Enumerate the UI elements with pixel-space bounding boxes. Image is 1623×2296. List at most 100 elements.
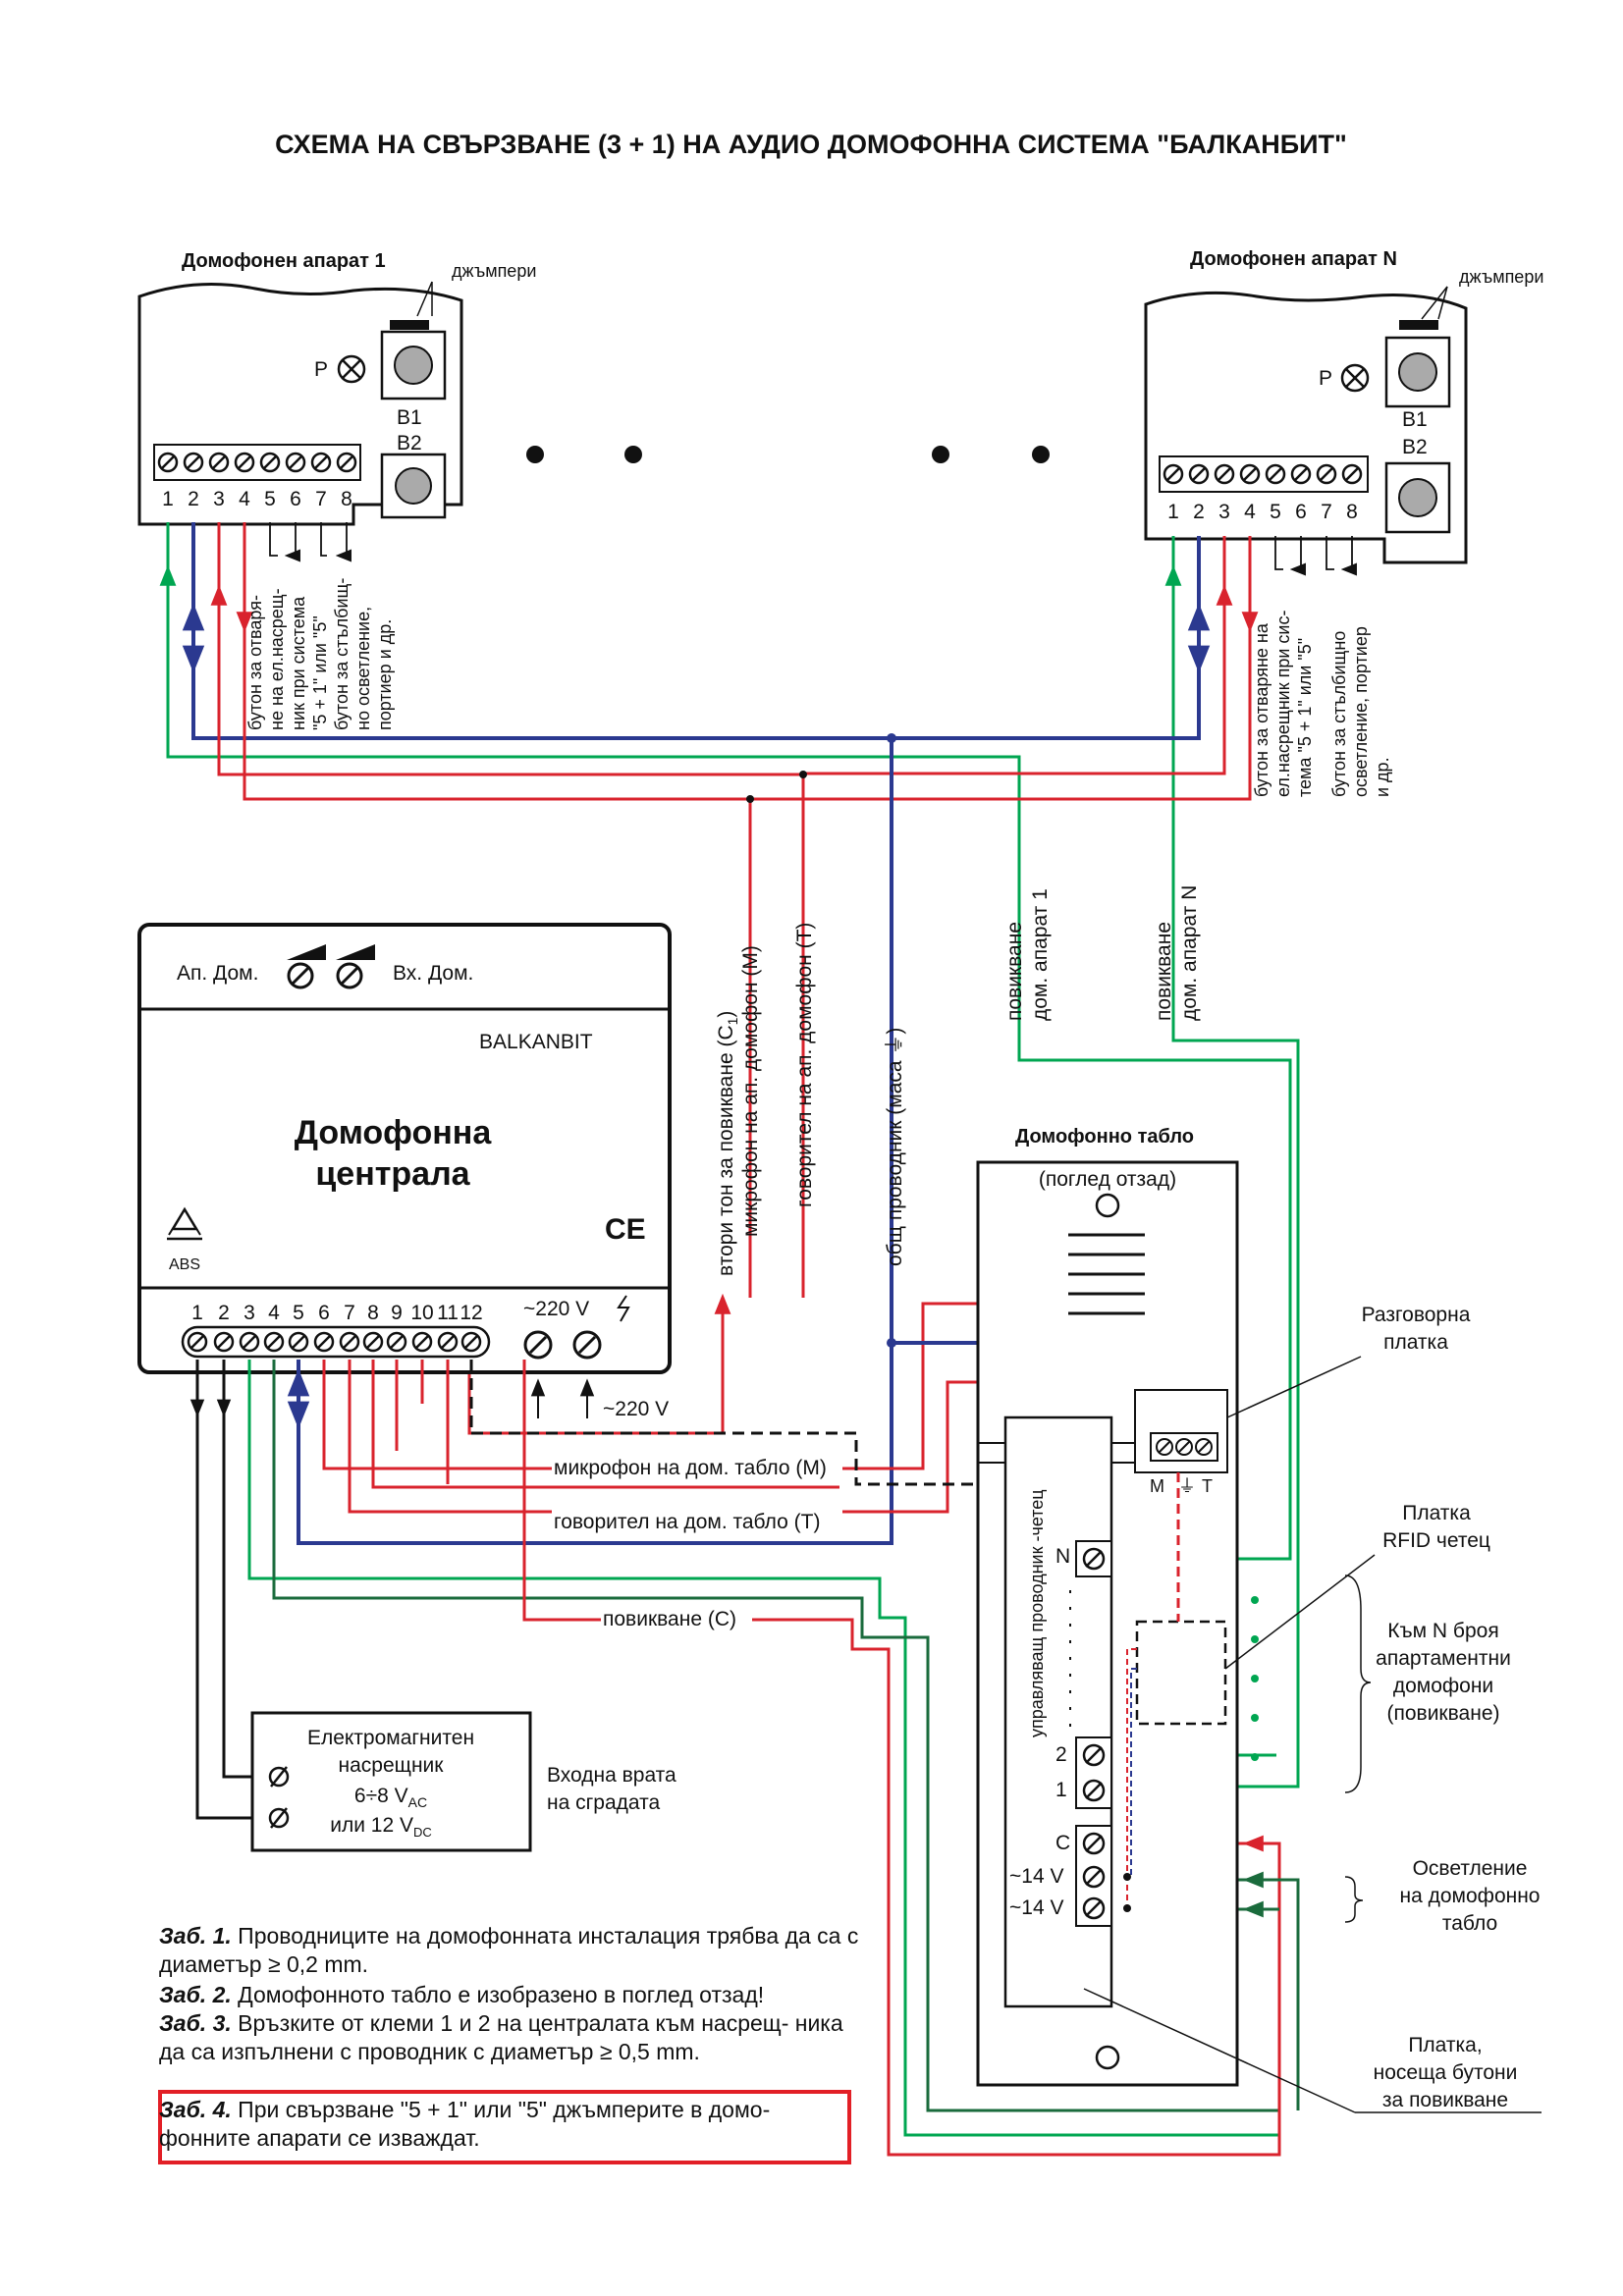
unitN-terminal-8[interactable] [1341, 463, 1363, 485]
note-2-key: Заб. 2. [159, 1982, 232, 2007]
unitN-lamp-icon [1340, 363, 1370, 393]
unit1-terminal-label: 4 [239, 488, 250, 510]
central-terminal-label: 11 [437, 1302, 459, 1324]
unit1-terminal-3[interactable] [208, 452, 230, 473]
central-terminal-5[interactable] [288, 1331, 309, 1353]
vertical-wire-labels: втори тон за повикване (C1) микрофон на … [715, 885, 1201, 1276]
svg-text:общ проводник (маса ⏚): общ проводник (маса ⏚) [884, 1028, 906, 1266]
unitN-terminal-label: 4 [1244, 501, 1256, 523]
unitN-terminal-7[interactable] [1316, 463, 1337, 485]
unitN-terminal-4[interactable] [1239, 463, 1261, 485]
central-terminal-9[interactable] [386, 1331, 407, 1353]
volume-knob-apt[interactable] [287, 944, 326, 989]
central-terminal-11[interactable] [437, 1331, 459, 1353]
note-2-text: Домофонното табло е изобразено в поглед … [238, 1982, 765, 2007]
unit1-terminal-8[interactable] [336, 452, 357, 473]
svg-text:~220 V: ~220 V [523, 1298, 589, 1320]
svg-text:микрофон на дом. табло (M): микрофон на дом. табло (M) [554, 1457, 827, 1479]
svg-text:бутон за отваря-не на ел.насре: бутон за отваря-не на ел.насрещ-ник при … [245, 588, 330, 730]
panel-camera-hole [1095, 1193, 1120, 1218]
svg-text:говорител на дом. табло (T): говорител на дом. табло (T) [554, 1511, 820, 1533]
note-3: Заб. 3. Връзките от клеми 1 и 2 на центр… [159, 2009, 866, 2066]
svg-text:BALKANBIT: BALKANBIT [479, 1031, 593, 1053]
panel-bottom-hole [1095, 2045, 1120, 2070]
volume-knob-entry[interactable] [336, 944, 375, 989]
unit1-terminal-6[interactable] [285, 452, 306, 473]
central-terminal-6[interactable] [313, 1331, 335, 1353]
unit1-terminal-label: 3 [213, 488, 225, 510]
unitN-terminal-6[interactable] [1290, 463, 1312, 485]
recycle-icon: ABS [167, 1206, 202, 1273]
svg-text:2: 2 [1055, 1743, 1067, 1766]
svg-text:M: M [1150, 1476, 1164, 1496]
panel-terms-lower: 2 1 C ~14 V ~14 V [1009, 1736, 1112, 1927]
svg-text:~14 V: ~14 V [1009, 1865, 1063, 1888]
unitN-terminal-label: 1 [1167, 501, 1179, 523]
note-3-key: Заб. 3. [159, 2010, 232, 2036]
unit1-terminal-7[interactable] [310, 452, 332, 473]
mains-terminal-2[interactable] [572, 1330, 602, 1360]
lock-terminal-2 [268, 1807, 290, 1829]
unitN-terminal-1[interactable] [1163, 463, 1184, 485]
svg-text:ABS: ABS [169, 1256, 200, 1273]
unit1-terminal-label: 2 [188, 488, 199, 510]
unit1-terminal-label: 6 [290, 488, 301, 510]
central-terminal-4[interactable] [263, 1331, 285, 1353]
svg-text:Ап. Дом.: Ап. Дом. [177, 962, 258, 985]
central-terminal-label: 6 [318, 1302, 330, 1324]
svg-text:(поглед отзад): (поглед отзад) [1039, 1168, 1176, 1191]
unitN-p-label: P [1319, 367, 1332, 390]
unitN-b1-label: B1 [1402, 408, 1428, 431]
central-terminal-3[interactable] [239, 1331, 260, 1353]
unitN-terminal-5[interactable] [1265, 463, 1286, 485]
central-terminal-1[interactable] [187, 1331, 208, 1353]
electromagnetic-lock: Електромагнитен насрещник 6÷8 VAC или 12… [250, 1711, 676, 1852]
central-terminal-10[interactable] [411, 1331, 433, 1353]
svg-text:микрофон на ап. домофон (M): микрофон на ап. домофон (M) [739, 945, 762, 1237]
unit1-terminal-label: 1 [162, 488, 174, 510]
mains-input-label: ~220 V [603, 1398, 669, 1420]
unit1-terminal-1[interactable] [157, 452, 179, 473]
wire-labels: микрофон на дом. табло (M) говорител на … [552, 1453, 842, 1632]
svg-text:Входна врата: Входна врата [547, 1764, 676, 1787]
central-terminal-2[interactable] [213, 1331, 235, 1353]
door-panel: Домофонно табло (поглед отзад) M ⏚ T [976, 1126, 1259, 2087]
svg-text:Домофонно табло: Домофонно табло [1015, 1126, 1194, 1148]
unit1-lamp-icon [337, 354, 366, 384]
svg-text:управляващ проводник -четец: управляващ проводник -четец [1027, 1489, 1047, 1737]
svg-text:говорител на ап. домофон (T): говорител на ап. домофон (T) [793, 923, 816, 1207]
unit1-terminal-2[interactable] [183, 452, 204, 473]
unitN-terminal-3[interactable] [1214, 463, 1235, 485]
svg-text:бутон за стълбищ-но осветление: бутон за стълбищ-но осветление,портиер и… [332, 578, 395, 730]
central-terminal-8[interactable] [362, 1331, 384, 1353]
rfid-board [1135, 1620, 1227, 1726]
central-terminal-12[interactable] [460, 1331, 482, 1353]
mains-terminal-1[interactable] [523, 1330, 553, 1360]
unit-button-leads [269, 522, 1357, 576]
svg-text:централа: централа [315, 1155, 470, 1193]
svg-text:Домофонна: Домофонна [295, 1114, 493, 1151]
unitN-jumpers-label: джъмпери [1459, 267, 1543, 287]
central-terminal-label: 3 [243, 1302, 255, 1324]
svg-text:⏚: ⏚ [1178, 1476, 1196, 1496]
central-terminal-label: 9 [391, 1302, 403, 1324]
unit1-terminal-5[interactable] [259, 452, 281, 473]
unitN-body [1144, 291, 1468, 564]
central-terminal-label: 5 [293, 1302, 304, 1324]
note-4-key: Заб. 4. [159, 2097, 232, 2122]
unitN-terminal-label: 3 [1218, 501, 1230, 523]
note4-highlight [158, 2090, 851, 2164]
central-terminal-7[interactable] [339, 1331, 360, 1353]
unitN-button-b1[interactable] [1384, 336, 1451, 408]
lightning-icon [617, 1295, 630, 1322]
unitN-terminal-2[interactable] [1188, 463, 1210, 485]
unit1-terminal-4[interactable] [234, 452, 255, 473]
